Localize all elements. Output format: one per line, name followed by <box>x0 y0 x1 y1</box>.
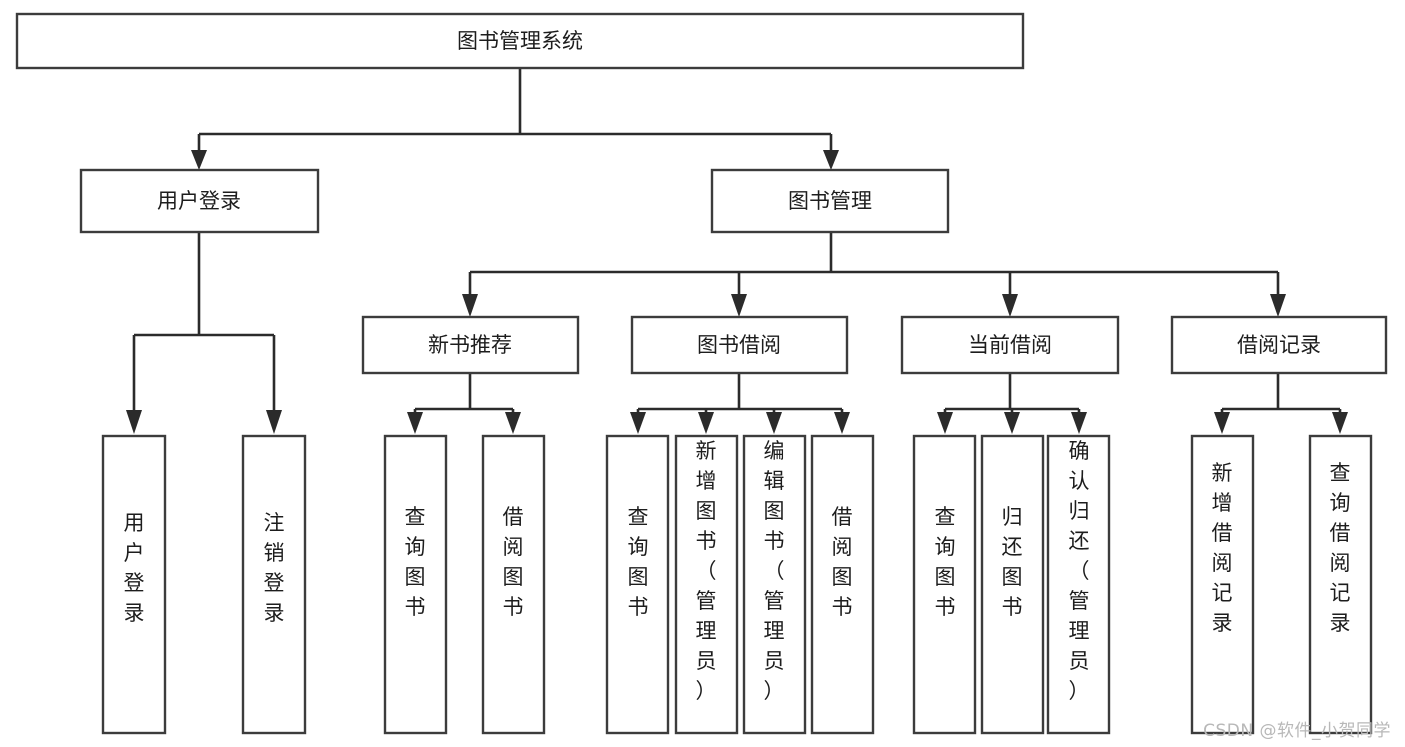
leaf-borrow-record-add-label: 新增借阅记录 <box>1212 461 1233 635</box>
leaf-borrow-record-add-box[interactable] <box>1190 434 1255 735</box>
arrow-head-bb-leaf-3 <box>766 412 782 434</box>
arrow-head-cb-leaf-3 <box>1071 412 1087 434</box>
leaf-new-book-query[interactable]: 查询图书 <box>383 434 448 735</box>
arrow-head-leaf-user-login <box>126 410 142 434</box>
node-borrow-record-label: 借阅记录 <box>1237 333 1321 357</box>
leaf-borrow-record-query-box[interactable] <box>1308 434 1373 735</box>
arrow-head-br-leaf-1 <box>1214 412 1230 434</box>
arrow-head-book-borrow <box>731 294 747 317</box>
arrow-head-cb-leaf-1 <box>937 412 953 434</box>
node-root-label: 图书管理系统 <box>457 29 583 53</box>
csdn-watermark: CSDN @软件_小贺同学 <box>1203 721 1391 741</box>
leaf-current-borrow-query-label: 查询图书 <box>935 505 956 619</box>
leaf-user-login-login-label: 用户登录 <box>124 511 145 625</box>
leaf-current-borrow-return[interactable]: 归还图书 <box>980 434 1045 735</box>
node-borrow-record-box[interactable] <box>1170 315 1388 375</box>
node-current-borrow-label: 当前借阅 <box>968 333 1052 357</box>
leaf-current-borrow-confirm[interactable]: 确认归还（管理员） <box>1046 434 1111 735</box>
leaf-current-borrow-query-box[interactable] <box>912 434 977 735</box>
node-borrow-record[interactable]: 借阅记录 <box>1170 315 1388 375</box>
node-book-borrow-box[interactable] <box>630 315 849 375</box>
node-new-book-recommend-box[interactable] <box>361 315 580 375</box>
leaf-book-borrow-edit[interactable]: 编辑图书（管理员） <box>742 434 807 735</box>
leaf-borrow-record-query[interactable]: 查询借阅记录 <box>1308 434 1373 735</box>
leaf-book-borrow-borrow-label: 借阅图书 <box>832 505 853 619</box>
node-current-borrow-box[interactable] <box>900 315 1120 375</box>
leaf-new-book-borrow-box[interactable] <box>481 434 546 735</box>
node-book-management-label: 图书管理 <box>788 189 872 213</box>
node-user-login[interactable]: 用户登录 <box>79 168 320 234</box>
node-user-login-box[interactable] <box>79 168 320 234</box>
arrow-head-user-login <box>191 150 207 170</box>
node-current-borrow[interactable]: 当前借阅 <box>900 315 1120 375</box>
leaf-user-login-login[interactable]: 用户登录 <box>101 434 167 735</box>
arrow-head-bb-leaf-2 <box>698 412 714 434</box>
node-book-management[interactable]: 图书管理 <box>710 168 950 234</box>
leaf-book-borrow-add[interactable]: 新增图书（管理员） <box>674 434 739 735</box>
leaf-current-borrow-confirm-label: 确认归还（管理员） <box>1069 439 1090 703</box>
arrow-head-borrow-record <box>1270 294 1286 317</box>
leaf-book-borrow-edit-label: 编辑图书（管理员） <box>764 439 785 703</box>
node-root[interactable]: 图书管理系统 <box>15 12 1025 70</box>
leaf-borrow-record-add[interactable]: 新增借阅记录 <box>1190 434 1255 735</box>
arrow-head-new-book-rec <box>462 294 478 317</box>
arrow-head-current-borrow <box>1002 294 1018 317</box>
node-root-box[interactable] <box>15 12 1025 70</box>
leaf-user-login-logout[interactable]: 注销登录 <box>241 434 307 735</box>
leaf-current-borrow-query[interactable]: 查询图书 <box>912 434 977 735</box>
node-new-book-recommend-label: 新书推荐 <box>428 333 512 357</box>
leaf-book-borrow-borrow[interactable]: 借阅图书 <box>810 434 875 735</box>
leaf-user-login-login-box[interactable] <box>101 434 167 735</box>
node-new-book-recommend[interactable]: 新书推荐 <box>361 315 580 375</box>
arrow-head-br-leaf-2 <box>1332 412 1348 434</box>
arrow-head-nb-leaf-2 <box>505 412 521 434</box>
arrow-head-bb-leaf-4 <box>834 412 850 434</box>
leaf-user-login-logout-label: 注销登录 <box>264 511 285 625</box>
leaf-book-borrow-borrow-box[interactable] <box>810 434 875 735</box>
leaf-new-book-query-box[interactable] <box>383 434 448 735</box>
leaf-new-book-borrow[interactable]: 借阅图书 <box>481 434 546 735</box>
node-book-management-box[interactable] <box>710 168 950 234</box>
node-book-borrow[interactable]: 图书借阅 <box>630 315 849 375</box>
leaf-current-borrow-return-box[interactable] <box>980 434 1045 735</box>
leaf-current-borrow-confirm-box[interactable] <box>1046 434 1111 735</box>
leaf-book-borrow-query[interactable]: 查询图书 <box>605 434 670 735</box>
leaf-borrow-record-query-label: 查询借阅记录 <box>1330 461 1351 635</box>
leaf-user-login-logout-box[interactable] <box>241 434 307 735</box>
connectors-layer <box>126 68 1348 434</box>
arrow-head-nb-leaf-1 <box>407 412 423 434</box>
leaf-book-borrow-add-box[interactable] <box>674 434 739 735</box>
leaf-book-borrow-edit-box[interactable] <box>742 434 807 735</box>
leaf-book-borrow-add-label: 新增图书（管理员） <box>696 439 717 703</box>
leaf-new-book-borrow-label: 借阅图书 <box>503 505 524 619</box>
node-book-borrow-label: 图书借阅 <box>697 333 781 357</box>
node-user-login-label: 用户登录 <box>157 189 241 213</box>
arrow-head-cb-leaf-2 <box>1004 412 1020 434</box>
arrow-head-bb-leaf-1 <box>630 412 646 434</box>
leaf-current-borrow-return-label: 归还图书 <box>1002 505 1023 619</box>
leaf-book-borrow-query-label: 查询图书 <box>628 505 649 619</box>
leaf-book-borrow-query-box[interactable] <box>605 434 670 735</box>
leaf-new-book-query-label: 查询图书 <box>405 505 426 619</box>
arrow-head-book-mgmt <box>823 150 839 170</box>
arrow-head-leaf-logout <box>266 410 282 434</box>
